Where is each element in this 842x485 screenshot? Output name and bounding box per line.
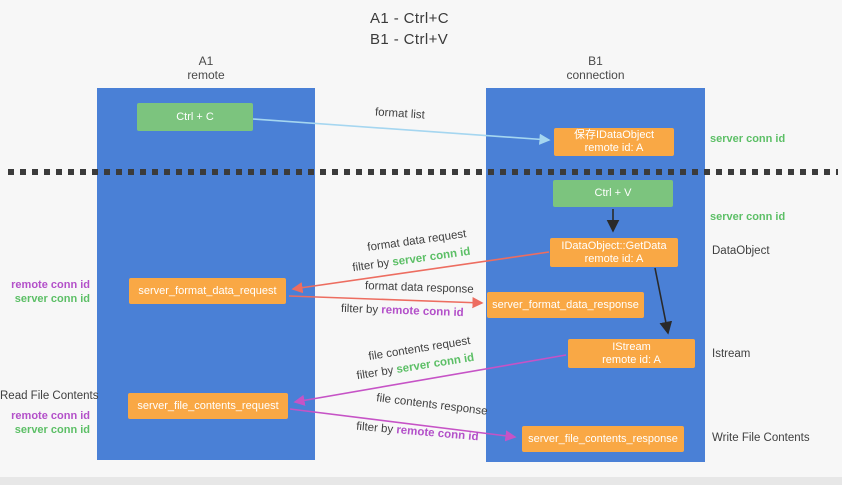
- edge-label-filter-remote-conn-id-2: filter by remote conn id: [356, 421, 479, 444]
- column-b1-name: B1: [588, 54, 603, 68]
- annotation-left-conn-ids-1: remote conn id server conn id: [0, 278, 90, 306]
- edge-label-format-data-response: format data response: [364, 280, 474, 296]
- column-header-a1: A1 remote: [97, 54, 315, 82]
- save-idataobject-line2: remote id: A: [584, 142, 644, 154]
- filter-prefix: filter by: [340, 302, 382, 317]
- remote-conn-id-key: remote conn id: [381, 304, 464, 320]
- annotation-remote-conn-id-1: remote conn id: [11, 279, 90, 291]
- save-idataobject-line1: 保存IDataObject: [573, 129, 655, 141]
- title-line-2: B1 - Ctrl+V: [370, 31, 449, 48]
- idataobject-getdata-box: IDataObject::GetData remote id: A: [550, 238, 678, 267]
- filter-prefix: filter by: [355, 364, 398, 383]
- getdata-line2: remote id: A: [584, 252, 644, 265]
- server-format-data-response-box: server_format_data_response: [487, 292, 644, 318]
- remote-conn-id-key: remote conn id: [395, 424, 479, 444]
- annotation-read-file-contents: Read File Contents: [0, 390, 99, 402]
- annotation-server-conn-id-1: server conn id: [14, 293, 90, 305]
- ctrl-c-box: Ctrl + C: [137, 103, 253, 131]
- annotation-remote-conn-id-2: remote conn id: [11, 410, 90, 422]
- server-format-data-request-box: server_format_data_request: [129, 278, 286, 304]
- file-response-label: server_file_contents_response: [528, 432, 678, 445]
- server-conn-id-key: server conn id: [391, 245, 472, 269]
- annotation-dataobject: DataObject: [712, 245, 770, 257]
- annotation-server-conn-id-2: server conn id: [14, 424, 90, 436]
- title-line-1: A1 - Ctrl+C: [370, 10, 449, 27]
- column-a1-name: A1: [198, 54, 214, 68]
- format-response-label: server_format_data_response: [492, 298, 639, 311]
- format-request-label: server_format_data_request: [138, 284, 277, 297]
- annotation-left-conn-ids-2: remote conn id server conn id: [0, 409, 90, 437]
- ctrl-c-label: Ctrl + C: [176, 110, 214, 123]
- istream-box: IStream remote id: A: [568, 339, 695, 368]
- istream-line2: remote id: A: [602, 353, 661, 366]
- column-a1-subtitle: remote: [187, 68, 225, 82]
- ctrl-v-box: Ctrl + V: [553, 180, 673, 207]
- annotation-write-file-contents: Write File Contents: [712, 432, 810, 444]
- save-idataobject-box: 保存IDataObject remote id: A: [554, 128, 674, 156]
- arrow-format-data-response: [288, 295, 484, 309]
- ctrl-v-label: Ctrl + V: [594, 187, 632, 199]
- server-file-contents-request-box: server_file_contents_request: [128, 393, 288, 419]
- annotation-istream: Istream: [712, 348, 751, 360]
- edge-label-format-list: format list: [374, 106, 426, 122]
- column-header-b1: B1 connection: [486, 54, 705, 82]
- column-b1-subtitle: connection: [566, 68, 625, 82]
- edge-label-filter-remote-conn-id-1: filter by remote conn id: [341, 303, 464, 319]
- getdata-line1: IDataObject::GetData: [561, 239, 667, 252]
- filter-prefix: filter by: [351, 256, 394, 275]
- annotation-server-conn-id-top: server conn id: [710, 133, 786, 145]
- diagram-title: A1 - Ctrl+C B1 - Ctrl+V: [370, 8, 449, 50]
- session-divider-dotted-line: [8, 169, 838, 175]
- istream-line1: IStream: [612, 340, 651, 353]
- edge-label-file-contents-response: file contents response: [375, 392, 489, 418]
- filter-prefix: filter by: [355, 420, 397, 437]
- annotation-server-conn-id-mid: server conn id: [710, 211, 786, 223]
- file-request-label: server_file_contents_request: [137, 399, 279, 412]
- server-file-contents-response-box: server_file_contents_response: [522, 426, 684, 452]
- window-bottom-strip: [0, 477, 842, 485]
